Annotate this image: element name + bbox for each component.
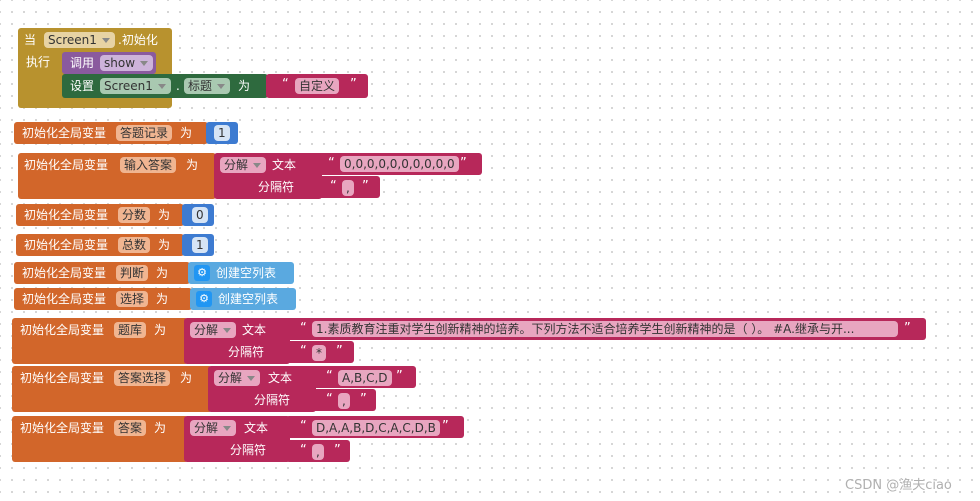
global-var-name[interactable]: 总数 (118, 237, 151, 253)
global-init-label: 初始化全局变量 (20, 421, 105, 435)
separator-value[interactable]: , (342, 180, 354, 196)
event-do-label: 执行 (26, 55, 51, 69)
text-value[interactable]: 0,0,0,0,0,0,0,0,0,0 (340, 156, 459, 172)
split-text-label: 文本 (268, 371, 293, 385)
call-label: 调用 (70, 56, 95, 70)
separator-value[interactable]: , (312, 444, 324, 460)
global-to-label: 为 (158, 208, 171, 222)
global-init-label: 初始化全局变量 (22, 292, 107, 306)
split-op-dropdown[interactable]: 分解 (190, 420, 237, 436)
global-var-name[interactable]: 答案 (114, 420, 147, 436)
split-op-dropdown[interactable]: 分解 (190, 322, 237, 338)
global-var-block[interactable] (18, 153, 216, 199)
global-init-label: 初始化全局变量 (22, 266, 107, 280)
global-to-label: 为 (156, 292, 169, 306)
global-to-label: 为 (154, 323, 167, 337)
global-to-label: 为 (158, 238, 171, 252)
number-value[interactable]: 0 (192, 207, 208, 223)
text-value[interactable]: D,A,A,B,D,C,A,C,D,B (312, 420, 440, 436)
separator-value[interactable]: * (312, 345, 326, 361)
quote-close-icon: ” (904, 321, 911, 336)
set-dot-label: . (176, 79, 180, 93)
quote-open-icon: “ (300, 344, 307, 359)
set-to-label: 为 (238, 79, 251, 93)
split-op-dropdown[interactable]: 分解 (214, 370, 261, 386)
global-var-block[interactable] (12, 318, 188, 364)
text-value[interactable]: 1.素质教育注重对学生创新精神的培养。下列方法不适合培养学生创新精神的是（ ）。… (312, 321, 898, 337)
title-text-value[interactable]: 自定义 (295, 78, 340, 94)
split-text-label: 文本 (272, 158, 297, 172)
watermark: CSDN @渔夫ciao (845, 478, 952, 493)
create-empty-list-block[interactable] (190, 288, 296, 310)
set-property-dropdown[interactable]: 标题 (184, 78, 231, 94)
split-sep-label: 分隔符 (228, 345, 265, 359)
gear-icon[interactable]: ⚙ (196, 291, 212, 307)
global-init-label: 初始化全局变量 (20, 323, 105, 337)
list-label: 创建空列表 (218, 292, 279, 306)
quote-open-icon: “ (282, 77, 289, 92)
global-to-label: 为 (180, 371, 193, 385)
global-var-name[interactable]: 答案选择 (114, 370, 171, 386)
procedure-name-dropdown[interactable]: show (100, 55, 154, 71)
quote-close-icon: ” (334, 443, 341, 458)
event-name-label: .初始化 (118, 33, 158, 47)
quote-close-icon: ” (396, 369, 403, 384)
quote-open-icon: “ (300, 443, 307, 458)
quote-open-icon: “ (330, 179, 337, 194)
global-var-name[interactable]: 题库 (114, 322, 147, 338)
global-var-name[interactable]: 输入答案 (120, 157, 177, 173)
number-value[interactable]: 1 (214, 125, 230, 141)
text-value[interactable]: A,B,C,D (338, 370, 392, 386)
global-to-label: 为 (180, 126, 193, 140)
split-sep-label: 分隔符 (258, 180, 295, 194)
event-when-label: 当 (24, 33, 37, 47)
list-label: 创建空列表 (216, 266, 277, 280)
quote-close-icon: ” (360, 392, 367, 407)
global-var-block[interactable] (12, 416, 188, 462)
quote-open-icon: “ (326, 392, 333, 407)
quote-open-icon: “ (326, 369, 333, 384)
quote-close-icon: ” (336, 344, 343, 359)
global-init-label: 初始化全局变量 (20, 371, 105, 385)
set-component-dropdown[interactable]: Screen1 (100, 78, 171, 94)
gear-icon[interactable]: ⚙ (194, 265, 210, 281)
quote-open-icon: “ (300, 419, 307, 434)
event-component-dropdown[interactable]: Screen1 (44, 32, 115, 48)
global-to-label: 为 (156, 266, 169, 280)
quote-close-icon: ” (362, 179, 369, 194)
split-text-label: 文本 (244, 421, 269, 435)
quote-open-icon: “ (300, 321, 307, 336)
quote-close-icon: ” (460, 156, 467, 171)
global-var-name[interactable]: 答题记录 (116, 125, 173, 141)
split-sep-label: 分隔符 (230, 443, 267, 457)
split-op-dropdown[interactable]: 分解 (220, 157, 267, 173)
global-var-name[interactable]: 判断 (116, 265, 149, 281)
global-to-label: 为 (186, 158, 199, 172)
global-var-name[interactable]: 选择 (116, 291, 149, 307)
separator-value[interactable]: , (338, 393, 350, 409)
global-init-label: 初始化全局变量 (24, 208, 109, 222)
number-value[interactable]: 1 (192, 237, 208, 253)
split-sep-label: 分隔符 (254, 393, 291, 407)
quote-close-icon: ” (350, 77, 357, 92)
global-init-label: 初始化全局变量 (24, 238, 109, 252)
global-to-label: 为 (154, 421, 167, 435)
set-label: 设置 (70, 79, 95, 93)
split-text-label: 文本 (242, 323, 267, 337)
global-var-name[interactable]: 分数 (118, 207, 151, 223)
create-empty-list-block[interactable] (188, 262, 294, 284)
quote-open-icon: “ (328, 156, 335, 171)
global-init-label: 初始化全局变量 (22, 126, 107, 140)
quote-close-icon: ” (442, 419, 449, 434)
global-var-block[interactable] (12, 366, 212, 412)
global-init-label: 初始化全局变量 (24, 158, 109, 172)
